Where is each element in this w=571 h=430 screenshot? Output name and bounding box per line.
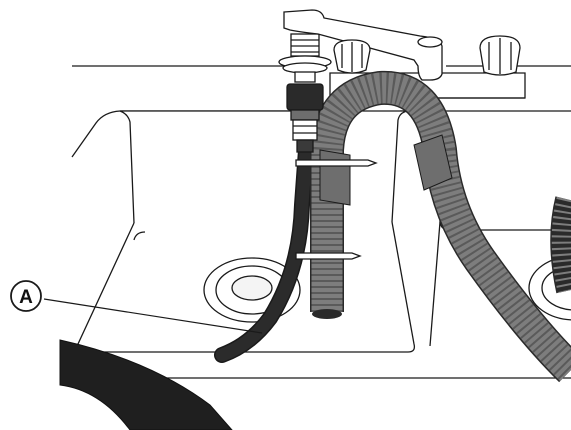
cable-tie-upper [296,160,376,166]
faucet-handle-left [334,40,370,73]
callout-a-marker: A [11,281,41,311]
faucet-handle-right [480,36,520,75]
cable-tie-lower [296,253,360,259]
callout-a-label: A [19,287,33,308]
